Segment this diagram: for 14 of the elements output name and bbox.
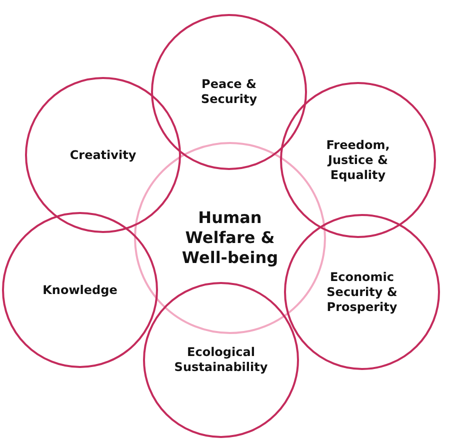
circle-node [134, 142, 326, 334]
circle-label: Peace & Security [200, 77, 258, 107]
circle-node [151, 14, 307, 170]
circle-label: Creativity [68, 148, 138, 162]
circle-label: Freedom, Justice & Equality [325, 138, 391, 182]
circle-node [2, 212, 158, 368]
circle-node [280, 82, 436, 238]
circle-label: Economic Security & Prosperity [326, 270, 398, 314]
circle-node [143, 282, 299, 438]
circle-label: Ecological Sustainability [173, 345, 269, 375]
circle-node [284, 214, 440, 370]
circle-node [25, 77, 181, 233]
circle-label: Human Welfare & Well-being [180, 208, 280, 268]
circle-label: Knowledge [42, 282, 118, 298]
